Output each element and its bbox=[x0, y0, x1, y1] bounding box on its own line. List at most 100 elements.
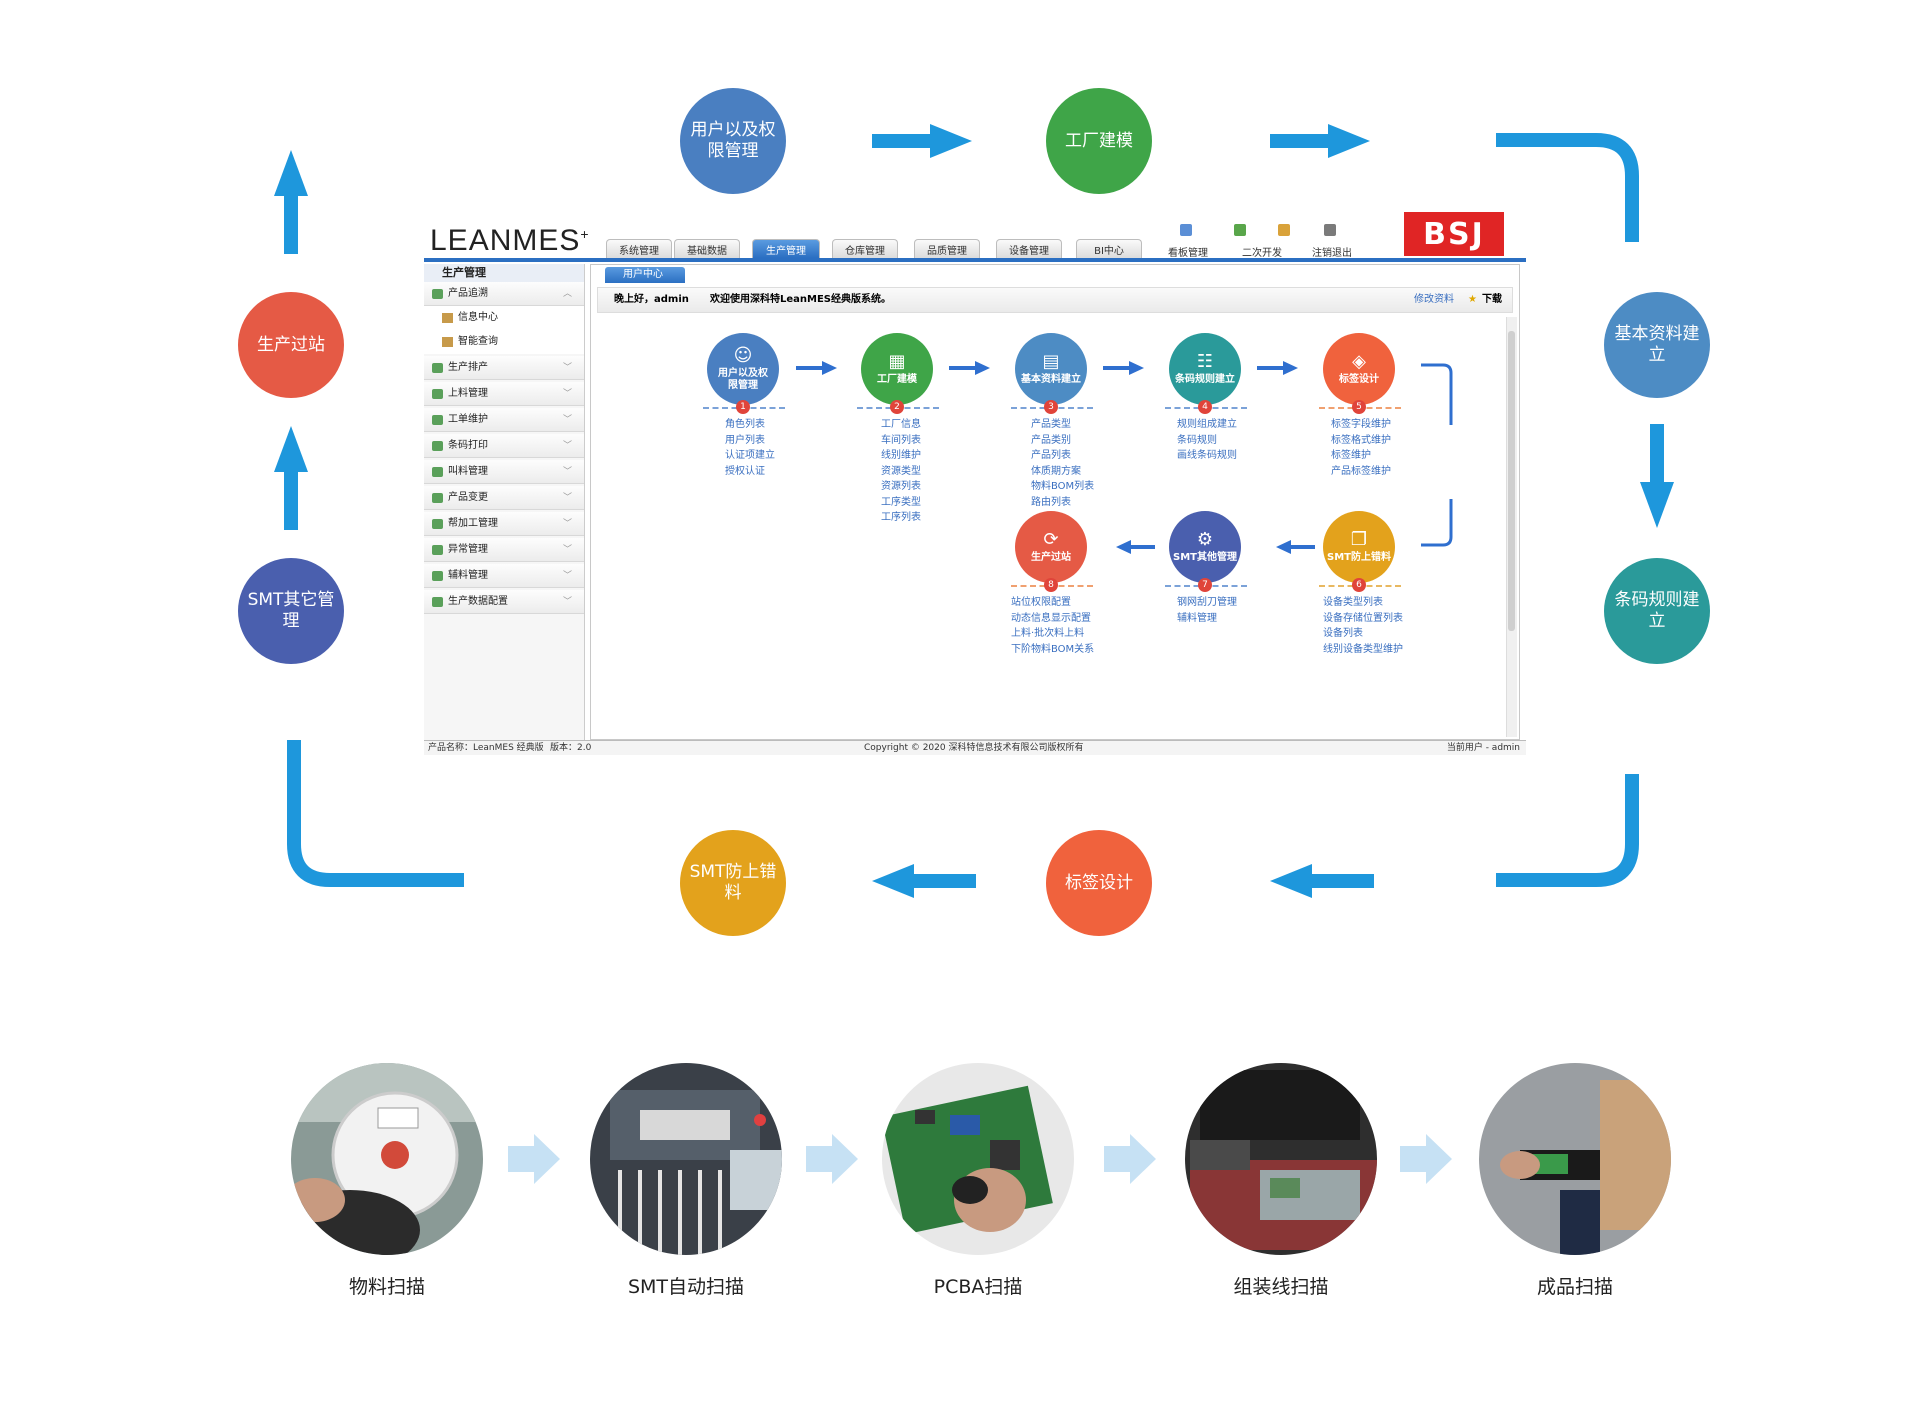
list-item[interactable]: 用户列表 bbox=[725, 434, 765, 446]
list-item[interactable]: 产品类型 bbox=[1031, 419, 1071, 430]
tab-system[interactable]: 系统管理 bbox=[606, 239, 672, 258]
list-item[interactable]: 认证项建立 bbox=[725, 450, 775, 461]
sidebar-sub-smart-query[interactable]: 智能查询 bbox=[424, 330, 584, 354]
sidebar-item-work-order[interactable]: 工单维护﹀ bbox=[424, 408, 584, 432]
chevron-down-icon[interactable]: ﹀ bbox=[562, 493, 572, 503]
module-icon bbox=[432, 415, 443, 425]
tab-bi-center[interactable]: BI中心 bbox=[1076, 239, 1142, 258]
tool-logout[interactable]: 注销退出 bbox=[1312, 248, 1352, 259]
sidebar-item-material-call[interactable]: 叫料管理﹀ bbox=[424, 460, 584, 484]
list-item[interactable]: 线别设备类型维护 bbox=[1323, 643, 1403, 655]
list-item[interactable]: 工序类型 bbox=[881, 496, 921, 508]
chevron-down-icon[interactable]: ﹀ bbox=[562, 545, 572, 555]
download-link[interactable]: 下载 bbox=[1482, 294, 1502, 305]
book-icon bbox=[442, 337, 453, 347]
list-item[interactable]: 画线条码规则 bbox=[1177, 450, 1237, 461]
develop-folder-icon[interactable] bbox=[1278, 224, 1290, 236]
step-smt-anti-error[interactable]: ❐SMT防上错料 bbox=[1323, 511, 1395, 583]
chevron-down-icon[interactable]: ﹀ bbox=[562, 363, 572, 373]
step-factory-modeling[interactable]: ▦工厂建模 bbox=[861, 333, 933, 405]
list-item[interactable]: 设备类型列表 bbox=[1323, 597, 1383, 608]
list-item[interactable]: 线别维护 bbox=[881, 450, 921, 461]
chevron-down-icon[interactable]: ﹀ bbox=[562, 597, 572, 607]
sidebar-sub-info-center[interactable]: 信息中心 bbox=[424, 306, 584, 330]
list-item[interactable]: 标签格式维护 bbox=[1331, 434, 1391, 446]
list-item[interactable]: 物料BOM列表 bbox=[1031, 481, 1095, 492]
flow-elbow-bottom bbox=[1421, 499, 1453, 547]
scan-arrow-1 bbox=[508, 1134, 560, 1184]
step-4-list: 规则组成建立 条码规则 画线条码规则 bbox=[1177, 417, 1237, 464]
list-item[interactable]: 标签字段维护 bbox=[1331, 419, 1391, 430]
status-product: 产品名称：LeanMES 经典版 bbox=[428, 743, 544, 753]
cycle-user-permission: 用户以及权限管理 bbox=[680, 88, 786, 194]
sidebar-item-scheduling[interactable]: 生产排产﹀ bbox=[424, 356, 584, 380]
list-item[interactable]: 标签维护 bbox=[1331, 450, 1371, 461]
step-production-station[interactable]: ⟳生产过站 bbox=[1015, 511, 1087, 583]
tab-production[interactable]: 生产管理 bbox=[752, 239, 820, 258]
edit-profile-link[interactable]: 修改资料 bbox=[1414, 294, 1454, 305]
list-item[interactable]: 资源类型 bbox=[881, 465, 921, 477]
list-item[interactable]: 产品类别 bbox=[1031, 434, 1071, 446]
module-icon bbox=[432, 571, 443, 581]
sidebar-item-loading[interactable]: 上料管理﹀ bbox=[424, 382, 584, 406]
content-scrollbar[interactable] bbox=[1506, 317, 1517, 737]
elbow-bottom-right bbox=[1496, 774, 1639, 887]
step-5-list: 标签字段维护 标签格式维护 标签维护 产品标签维护 bbox=[1331, 417, 1391, 479]
list-item[interactable]: 工序列表 bbox=[881, 512, 921, 523]
list-item[interactable]: 角色列表 bbox=[725, 419, 765, 430]
step-basic-data[interactable]: ▤基本资料建立 bbox=[1015, 333, 1087, 405]
chevron-down-icon[interactable]: ﹀ bbox=[562, 441, 572, 451]
list-item[interactable]: 动态信息显示配置 bbox=[1011, 612, 1091, 624]
list-item[interactable]: 条码规则 bbox=[1177, 434, 1217, 446]
list-item[interactable]: 工厂信息 bbox=[881, 419, 921, 430]
tab-quality[interactable]: 品质管理 bbox=[914, 239, 980, 258]
chevron-down-icon[interactable]: ﹀ bbox=[562, 519, 572, 529]
step-label-design[interactable]: ◈标签设计 bbox=[1323, 333, 1395, 405]
tool-secondary-dev[interactable]: 二次开发 bbox=[1242, 248, 1282, 259]
arrow-up-left-upper bbox=[274, 150, 308, 254]
tool-dashboard[interactable]: 看板管理 bbox=[1168, 248, 1208, 259]
list-item[interactable]: 上料·批次料上料 bbox=[1011, 628, 1085, 639]
list-item[interactable]: 路由列表 bbox=[1031, 496, 1071, 508]
chevron-down-icon[interactable]: ﹀ bbox=[562, 467, 572, 477]
list-item[interactable]: 设备列表 bbox=[1323, 628, 1363, 639]
tab-basic-data[interactable]: 基础数据 bbox=[674, 239, 740, 258]
chevron-down-icon[interactable]: ﹀ bbox=[562, 415, 572, 425]
list-item[interactable]: 产品列表 bbox=[1031, 450, 1071, 461]
tab-equipment[interactable]: 设备管理 bbox=[996, 239, 1062, 258]
list-item[interactable]: 设备存储位置列表 bbox=[1323, 612, 1403, 624]
step-user-permission[interactable]: ☺用户以及权限管理 bbox=[707, 333, 779, 405]
step-barcode-rules[interactable]: ☷条码规则建立 bbox=[1169, 333, 1241, 405]
cycle-barcode-rules: 条码规则建立 bbox=[1604, 558, 1710, 664]
list-item[interactable]: 钢网刮刀管理 bbox=[1177, 597, 1237, 608]
sidebar-item-data-config[interactable]: 生产数据配置﹀ bbox=[424, 590, 584, 614]
list-item[interactable]: 授权认证 bbox=[725, 465, 765, 477]
list-item[interactable]: 体质期方案 bbox=[1031, 465, 1081, 477]
develop-icon[interactable] bbox=[1234, 224, 1246, 236]
cycle-smt-other: SMT其它管理 bbox=[238, 558, 344, 664]
scrollbar-thumb[interactable] bbox=[1508, 331, 1515, 631]
list-item[interactable]: 辅料管理 bbox=[1177, 612, 1217, 624]
sidebar-item-exception[interactable]: 异常管理﹀ bbox=[424, 538, 584, 562]
list-item[interactable]: 车间列表 bbox=[881, 434, 921, 446]
chevron-down-icon[interactable]: ﹀ bbox=[562, 571, 572, 581]
sidebar-item-barcode-print[interactable]: 条码打印﹀ bbox=[424, 434, 584, 458]
list-item[interactable]: 规则组成建立 bbox=[1177, 419, 1237, 430]
status-current-user: 当前用户 - admin bbox=[1446, 743, 1520, 753]
list-item[interactable]: 下阶物料BOM关系 bbox=[1011, 643, 1095, 655]
logout-icon[interactable] bbox=[1324, 224, 1336, 236]
sidebar-item-auxiliary[interactable]: 辅料管理﹀ bbox=[424, 564, 584, 588]
sidebar-item-traceability[interactable]: 产品追溯︿ bbox=[424, 282, 584, 306]
sidebar-item-processing[interactable]: 帮加工管理﹀ bbox=[424, 512, 584, 536]
tab-user-center[interactable]: 用户中心 bbox=[605, 267, 685, 283]
list-item[interactable]: 站位权限配置 bbox=[1011, 597, 1071, 608]
dashboard-icon[interactable] bbox=[1180, 224, 1192, 236]
list-item[interactable]: 产品标签维护 bbox=[1331, 465, 1391, 477]
list-item[interactable]: 资源列表 bbox=[881, 481, 921, 492]
chevron-down-icon[interactable]: ﹀ bbox=[562, 389, 572, 399]
tab-warehouse[interactable]: 仓库管理 bbox=[832, 239, 898, 258]
step-smt-other[interactable]: ⚙SMT其他管理 bbox=[1169, 511, 1241, 583]
caption-finished-scan: 成品扫描 bbox=[1536, 1276, 1613, 1298]
chevron-up-icon[interactable]: ︿ bbox=[562, 289, 572, 299]
sidebar-item-product-change[interactable]: 产品变更﹀ bbox=[424, 486, 584, 510]
